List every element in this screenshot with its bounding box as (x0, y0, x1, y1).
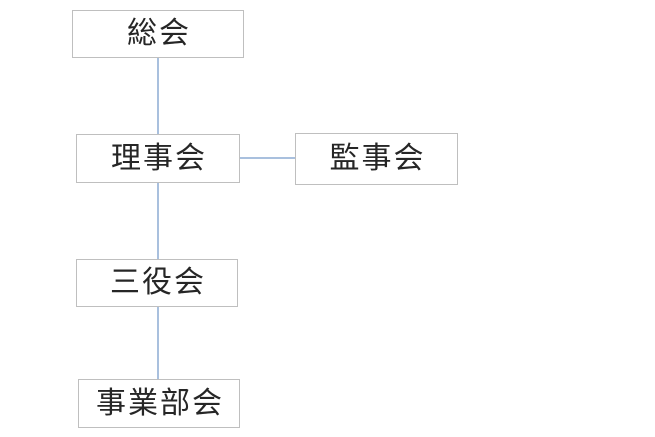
connector-soukai-rijikai (157, 58, 159, 134)
node-soukai: 総会 (72, 10, 244, 58)
connector-rijikai-kanjikai (240, 157, 295, 159)
node-rijikai-label: 理事会 (111, 141, 207, 175)
connector-rijikai-sanyakukai (157, 183, 159, 259)
node-sanyakukai: 三役会 (76, 259, 238, 307)
node-rijikai: 理事会 (76, 134, 240, 183)
node-soukai-label: 総会 (127, 17, 191, 50)
node-kanjikai: 監事会 (295, 133, 458, 185)
connector-sanyakukai-jigyoubukai (157, 307, 159, 379)
node-jigyoubukai-label: 事業部会 (96, 386, 224, 420)
node-kanjikai-label: 監事会 (329, 142, 426, 175)
node-jigyoubukai: 事業部会 (78, 379, 240, 428)
node-sanyakukai-label: 三役会 (110, 266, 206, 299)
